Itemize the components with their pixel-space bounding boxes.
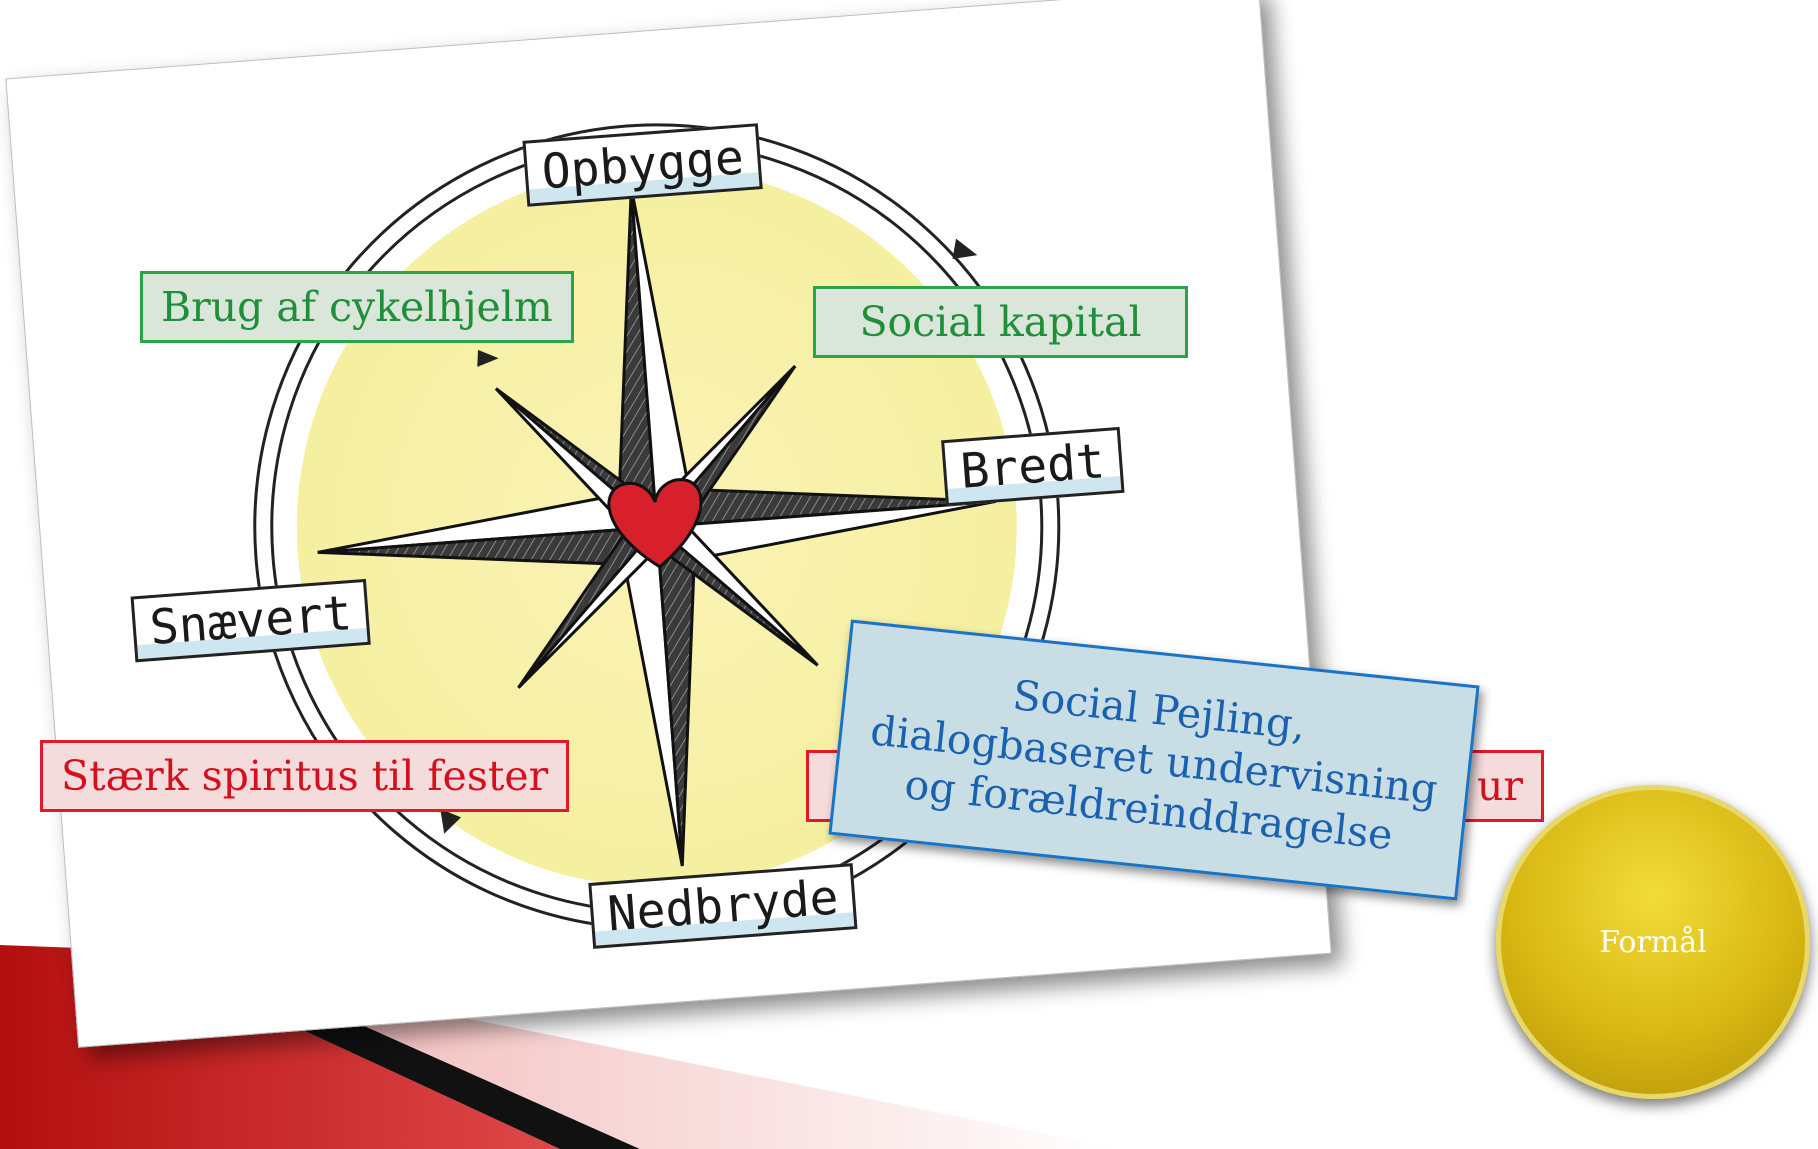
green-box-social-kapital: Social kapital — [813, 286, 1188, 358]
compass-star — [317, 187, 997, 867]
green-box-cykelhjelm: Brug af cykelhjelm — [140, 271, 574, 343]
heart-icon — [607, 478, 703, 569]
purpose-button[interactable]: Formål — [1496, 785, 1810, 1099]
label-bredt: Bredt — [941, 426, 1125, 507]
compass-card: Opbygge Bredt Snævert Nedbryde — [5, 0, 1332, 1048]
red-box-suffix: ur — [1476, 762, 1523, 810]
red-box-spiritus: Stærk spiritus til fester — [40, 740, 570, 812]
purpose-button-label: Formål — [1599, 924, 1707, 960]
